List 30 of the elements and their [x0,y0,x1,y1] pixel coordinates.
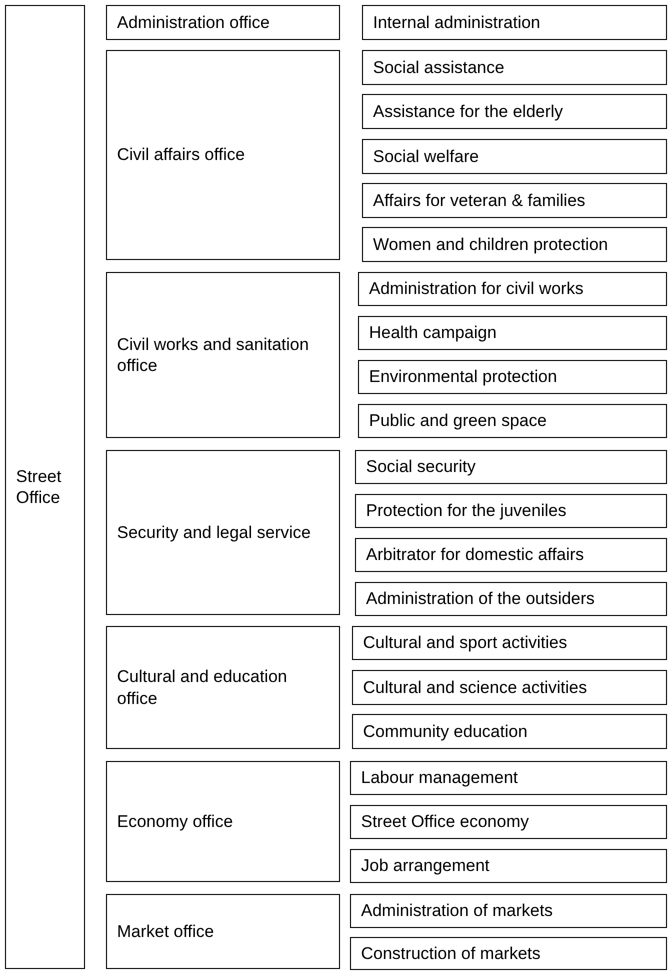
function-box: Women and children protection [362,227,667,262]
function-box: Cultural and sport activities [352,626,667,660]
function-box: Public and green space [358,404,667,438]
function-box: Social security [355,450,667,484]
function-box: Administration for civil works [358,272,667,306]
function-box: Assistance for the elderly [362,94,667,129]
function-box: Internal administration [362,5,667,40]
root-box: Street Office [5,5,85,969]
office-box: Cultural and education office [106,626,340,749]
function-box: Environmental protection [358,360,667,394]
function-box: Arbitrator for domestic affairs [355,538,667,572]
function-box: Construction of markets [350,937,667,970]
function-box: Social assistance [362,50,667,85]
office-box: Civil affairs office [106,50,340,260]
function-box: Affairs for veteran & families [362,183,667,218]
function-box: Health campaign [358,316,667,350]
function-box: Protection for the juveniles [355,494,667,528]
function-box: Community education [352,714,667,749]
office-box: Economy office [106,761,340,882]
function-box: Social welfare [362,139,667,174]
function-box: Street Office economy [350,805,667,839]
function-box: Labour management [350,761,667,795]
function-box: Job arrangement [350,849,667,883]
office-box: Civil works and sanitation office [106,272,340,438]
function-box: Cultural and science activities [352,670,667,705]
function-box: Administration of the outsiders [355,582,667,616]
office-box: Market office [106,894,340,969]
function-box: Administration of markets [350,894,667,928]
office-box: Security and legal service [106,450,340,615]
office-box: Administration office [106,5,340,40]
